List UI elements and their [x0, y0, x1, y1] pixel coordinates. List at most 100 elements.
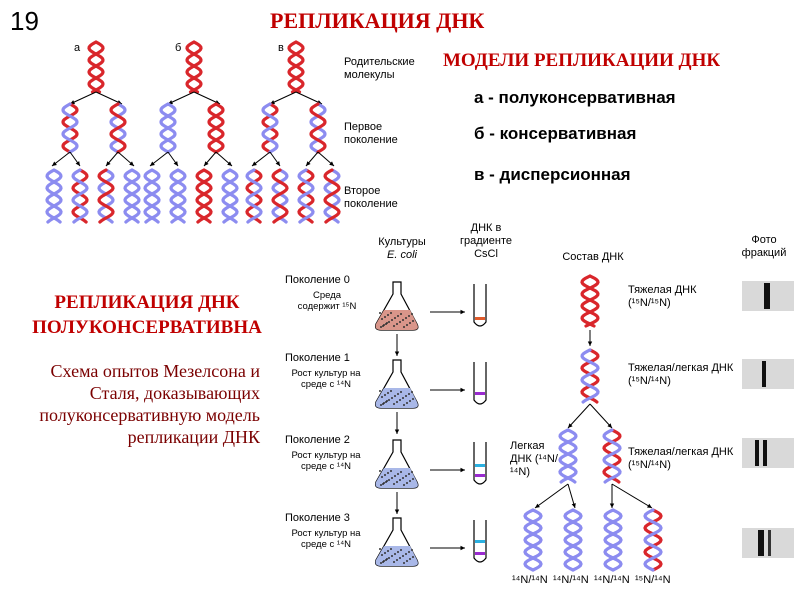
experiment-description: Схема опытов Мезелсона и Сталя, доказыва… — [39, 361, 260, 447]
dna-band — [475, 464, 485, 467]
arrow-line — [589, 403, 613, 429]
bacteria-dot — [393, 483, 395, 485]
col-header-photo: Фото фракций — [741, 234, 787, 259]
panel-letter-a: а — [74, 42, 81, 54]
model-item-c: в - дисперсионная — [474, 165, 631, 184]
dna-strand — [87, 40, 105, 94]
dna-strand — [523, 508, 543, 572]
bacteria-dot — [400, 313, 402, 315]
bacteria-dot — [394, 317, 396, 319]
bacteria-dot — [383, 482, 385, 484]
dna-strand — [287, 40, 305, 94]
dna-strand — [271, 168, 289, 224]
bacteria-dot — [400, 391, 402, 393]
arrow-head — [204, 161, 209, 166]
arrow-head — [75, 161, 80, 166]
bacteria-dot — [403, 326, 405, 328]
gen1-label: Поколение 1 — [285, 352, 350, 364]
dna-strand — [169, 168, 187, 224]
bacteria-dot — [402, 555, 404, 557]
bacteria-dot — [393, 403, 395, 405]
bacteria-dot — [396, 323, 398, 325]
bacteria-dot — [405, 395, 407, 397]
gel-photo-gen2 — [742, 438, 794, 468]
row-label-parent: Родительские молекулы — [344, 56, 415, 81]
arrow-head — [252, 161, 257, 166]
col-header-cultures-species: E. coli — [387, 249, 417, 261]
bacteria-dot — [397, 551, 399, 553]
dna-strand — [221, 168, 239, 224]
bottom-label-4: ¹⁵N/¹⁴N — [635, 574, 671, 586]
bacteria-dot — [399, 321, 401, 323]
bacteria-dot — [394, 475, 396, 477]
dna-strand — [643, 508, 663, 572]
bacteria-dot — [406, 482, 408, 484]
bacteria-dot — [409, 480, 411, 482]
dna-strand — [195, 168, 213, 224]
bacteria-dot — [396, 481, 398, 483]
model-item-a: а - полуконсервативная — [474, 88, 676, 107]
arrow-head — [460, 309, 465, 315]
dna-strand — [87, 40, 105, 94]
bacteria-dot — [387, 472, 389, 474]
bacteria-dot — [387, 314, 389, 316]
gen1-desc: Рост культур на среде с ¹⁴N — [291, 368, 361, 390]
gel-photo-gen1 — [742, 359, 794, 389]
dna-strand — [309, 102, 327, 154]
arrow-head — [394, 351, 400, 356]
dna-strand — [97, 168, 115, 224]
gel-band — [764, 283, 770, 309]
arrow-head — [394, 509, 400, 514]
gel-photo-gen3 — [742, 528, 794, 558]
bacteria-dot — [400, 549, 402, 551]
gel-band — [755, 440, 759, 466]
bacteria-dot — [380, 562, 382, 564]
arrow-head — [607, 423, 612, 428]
bacteria-dot — [379, 470, 381, 472]
models-heading: МОДЕЛИ РЕПЛИКАЦИИ ДНК — [443, 50, 721, 71]
bacteria-dot — [405, 317, 407, 319]
gen3-label: Поколение 3 — [285, 512, 350, 524]
arrow-head — [394, 429, 400, 434]
bacteria-dot — [384, 474, 386, 476]
gen0-desc: Среда содержит ¹⁵N — [297, 290, 357, 312]
dna-strand — [602, 428, 622, 484]
dna-band — [475, 474, 485, 477]
bacteria-dot — [387, 392, 389, 394]
dna-strand — [323, 168, 341, 224]
gen0-label: Поколение 0 — [285, 274, 350, 286]
dna-strand — [221, 168, 239, 224]
centrifuge-tube — [473, 362, 487, 405]
arrow-head — [609, 503, 615, 508]
bacteria-dot — [390, 390, 392, 392]
dna-strand — [603, 508, 623, 572]
gen2-label: Поколение 2 — [285, 434, 350, 446]
bacteria-dot — [403, 562, 405, 564]
dna-strand — [245, 168, 263, 224]
bacteria-dot — [408, 393, 410, 395]
dna-strand — [261, 102, 279, 154]
dna-strand — [297, 168, 315, 224]
bacteria-dot — [388, 321, 390, 323]
dna-band — [475, 552, 485, 555]
bacteria-dot — [405, 553, 407, 555]
dna-band — [475, 540, 485, 543]
dna-strand — [271, 168, 289, 224]
bacteria-dot — [388, 399, 390, 401]
arrow-head — [106, 161, 111, 166]
bacteria-dot — [391, 555, 393, 557]
bacteria-dot — [411, 549, 413, 551]
model-item-b: б - консервативная — [474, 124, 637, 143]
arrow-head — [173, 161, 178, 166]
arrow-head — [129, 161, 134, 166]
bacteria-dot — [384, 394, 386, 396]
bacteria-dot — [388, 479, 390, 481]
bacteria-dot — [411, 313, 413, 315]
composition-hybrid-gen2: Тяжелая/легкая ДНК (¹⁵N/¹⁴N) — [628, 446, 734, 471]
row-label-first-gen: Первое поколение — [344, 121, 398, 146]
bacteria-dot — [380, 326, 382, 328]
arrow-line — [167, 91, 195, 105]
dna-strand — [558, 428, 578, 484]
bacteria-dot — [390, 548, 392, 550]
arrow-line — [534, 483, 569, 509]
